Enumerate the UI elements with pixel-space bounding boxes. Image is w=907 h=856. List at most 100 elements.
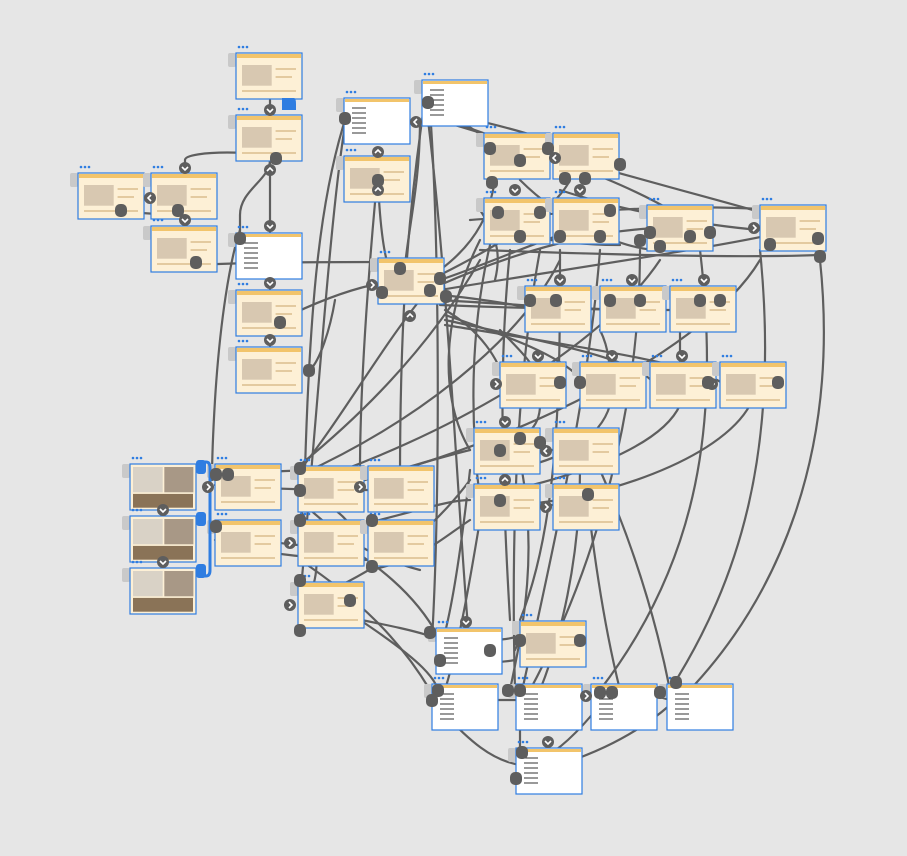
connection-handle[interactable]	[210, 468, 222, 481]
more-dots-icon[interactable]	[131, 456, 135, 460]
chevron-right-icon[interactable]	[747, 221, 761, 235]
connection-handle[interactable]	[486, 176, 498, 189]
more-dots-icon[interactable]	[521, 613, 525, 617]
more-dots-icon[interactable]	[529, 613, 533, 617]
chevron-down-icon[interactable]	[263, 276, 277, 290]
connection-handle[interactable]	[422, 96, 434, 109]
connection-handle[interactable]	[234, 232, 246, 245]
more-dots-icon[interactable]	[562, 420, 566, 424]
connection-handle[interactable]	[432, 684, 444, 697]
more-dots-icon[interactable]	[554, 125, 558, 129]
screen-node-35[interactable]	[290, 458, 365, 513]
connection-handle[interactable]	[534, 206, 546, 219]
screen-node-5[interactable]	[143, 218, 218, 273]
more-dots-icon[interactable]	[307, 512, 311, 516]
connection-handle[interactable]	[394, 262, 406, 275]
screen-node-16[interactable]	[639, 197, 714, 252]
connection-handle[interactable]	[372, 174, 384, 187]
more-dots-icon[interactable]	[562, 190, 566, 194]
connection-handle[interactable]	[594, 230, 606, 243]
more-dots-icon[interactable]	[245, 45, 249, 49]
connection-handle[interactable]	[366, 560, 378, 573]
connection-handle[interactable]	[606, 686, 618, 699]
more-dots-icon[interactable]	[87, 165, 91, 169]
chevron-right-icon[interactable]	[489, 377, 503, 391]
screen-node-34[interactable]	[207, 512, 282, 567]
more-dots-icon[interactable]	[652, 197, 656, 201]
more-dots-icon[interactable]	[377, 458, 381, 462]
more-dots-icon[interactable]	[345, 90, 349, 94]
more-dots-icon[interactable]	[725, 354, 729, 358]
connection-handle[interactable]	[772, 376, 784, 389]
more-dots-icon[interactable]	[131, 508, 135, 512]
screen-node-33[interactable]	[207, 456, 282, 511]
more-dots-icon[interactable]	[530, 278, 534, 282]
more-dots-icon[interactable]	[483, 420, 487, 424]
more-dots-icon[interactable]	[139, 456, 143, 460]
more-dots-icon[interactable]	[152, 218, 156, 222]
screen-node-7[interactable]	[228, 282, 303, 337]
screen-node-19[interactable]	[517, 278, 592, 333]
chevron-right-icon[interactable]	[579, 689, 593, 703]
connection-handle[interactable]	[172, 204, 184, 217]
connection-handle[interactable]	[542, 142, 554, 155]
connection-handle[interactable]	[424, 626, 436, 639]
more-dots-icon[interactable]	[307, 574, 311, 578]
more-dots-icon[interactable]	[156, 218, 160, 222]
screen-node-44[interactable]	[583, 676, 658, 731]
more-dots-icon[interactable]	[216, 456, 220, 460]
more-dots-icon[interactable]	[485, 125, 489, 129]
connection-handle[interactable]	[339, 112, 351, 125]
screen-node-14[interactable]	[476, 190, 551, 245]
connection-handle[interactable]	[694, 294, 706, 307]
more-dots-icon[interactable]	[353, 148, 357, 152]
more-dots-icon[interactable]	[433, 676, 437, 680]
connection-handle[interactable]	[634, 234, 646, 247]
connection-handle[interactable]	[190, 256, 202, 269]
more-dots-icon[interactable]	[648, 197, 652, 201]
screen-node-27[interactable]	[545, 420, 620, 475]
connection-handle[interactable]	[303, 364, 315, 377]
connection-handle[interactable]	[604, 294, 616, 307]
more-dots-icon[interactable]	[224, 512, 228, 516]
connection-handle[interactable]	[514, 154, 526, 167]
more-dots-icon[interactable]	[383, 250, 387, 254]
screen-node-30[interactable]	[122, 456, 197, 511]
more-dots-icon[interactable]	[558, 476, 562, 480]
connection-handle[interactable]	[579, 172, 591, 185]
more-dots-icon[interactable]	[379, 250, 383, 254]
more-dots-icon[interactable]	[216, 512, 220, 516]
more-dots-icon[interactable]	[534, 278, 538, 282]
more-dots-icon[interactable]	[135, 508, 139, 512]
more-dots-icon[interactable]	[237, 107, 241, 111]
chevron-down-icon[interactable]	[605, 349, 619, 363]
screen-node-8[interactable]	[228, 339, 303, 394]
chevron-down-icon[interactable]	[459, 615, 473, 629]
more-dots-icon[interactable]	[241, 225, 245, 229]
more-dots-icon[interactable]	[659, 354, 663, 358]
connection-handle[interactable]	[594, 686, 606, 699]
more-dots-icon[interactable]	[562, 125, 566, 129]
chevron-down-icon[interactable]	[156, 555, 170, 569]
more-dots-icon[interactable]	[596, 676, 600, 680]
more-dots-icon[interactable]	[562, 476, 566, 480]
connection-handle[interactable]	[604, 204, 616, 217]
connection-handle[interactable]	[704, 226, 716, 239]
more-dots-icon[interactable]	[600, 676, 604, 680]
more-dots-icon[interactable]	[241, 107, 245, 111]
more-dots-icon[interactable]	[427, 72, 431, 76]
screen-node-32[interactable]	[122, 560, 197, 615]
chevron-down-icon[interactable]	[263, 103, 277, 117]
connection-handle[interactable]	[550, 294, 562, 307]
more-dots-icon[interactable]	[769, 197, 773, 201]
more-dots-icon[interactable]	[558, 125, 562, 129]
screen-node-45[interactable]	[659, 676, 734, 731]
chevron-down-icon[interactable]	[675, 349, 689, 363]
connection-handle[interactable]	[644, 226, 656, 239]
more-dots-icon[interactable]	[83, 165, 87, 169]
screen-node-31[interactable]	[122, 508, 197, 563]
connection-handle[interactable]	[494, 444, 506, 457]
more-dots-icon[interactable]	[431, 72, 435, 76]
more-dots-icon[interactable]	[479, 420, 483, 424]
